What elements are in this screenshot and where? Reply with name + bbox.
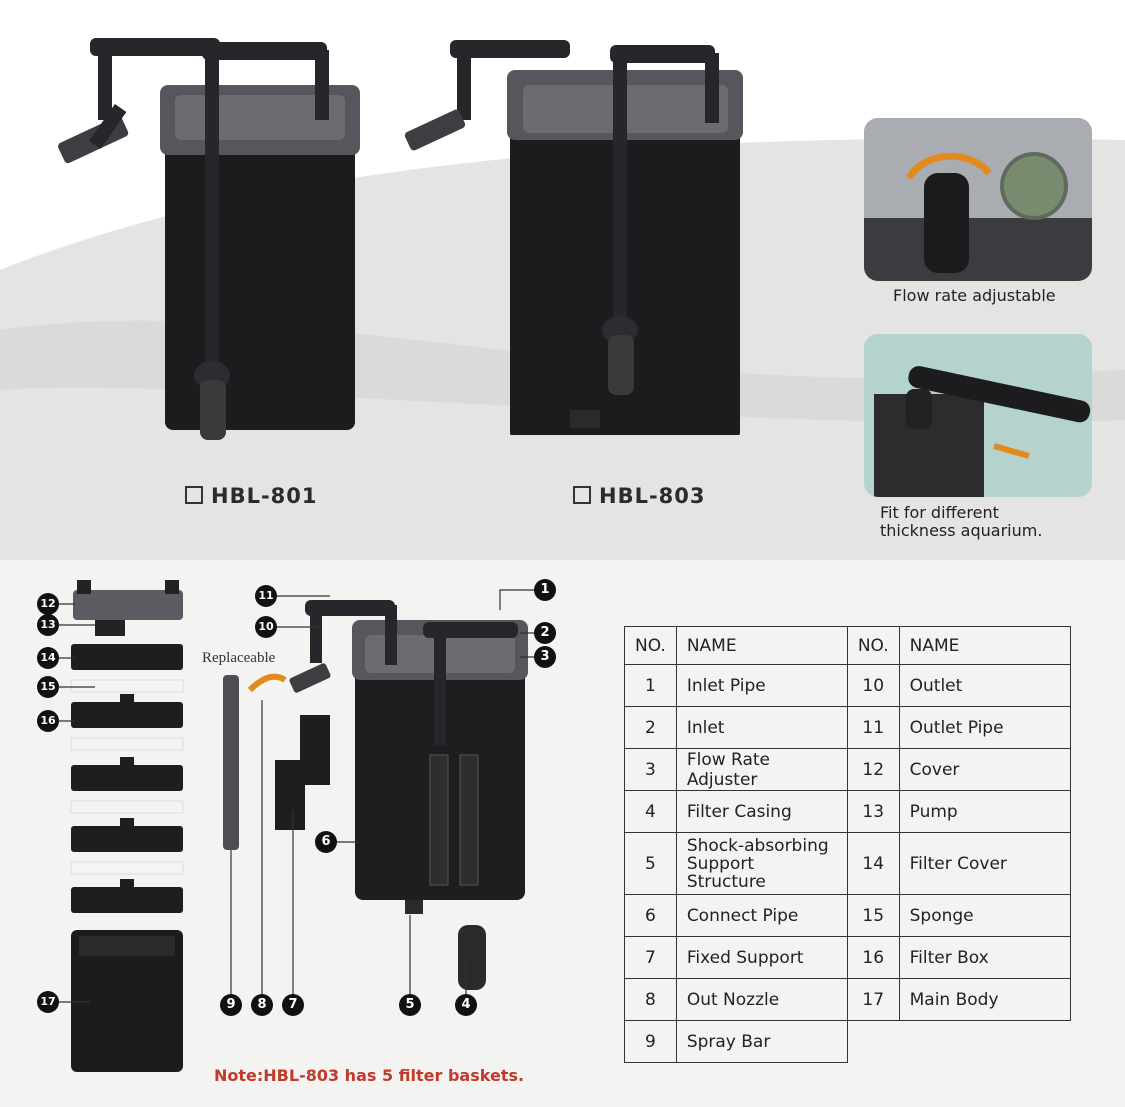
callout-14: 14	[37, 647, 59, 669]
table-row: 9 Spray Bar	[624, 1020, 1071, 1063]
header-no-1: NO.	[624, 626, 677, 665]
part-no: 3	[624, 748, 677, 791]
callout-7: 7	[282, 994, 304, 1016]
hbl-803-product-image	[404, 40, 743, 435]
part-no: 11	[846, 706, 900, 749]
part-name: Outlet Pipe	[898, 706, 1071, 749]
part-no: 6	[624, 894, 677, 937]
part-name: Sponge	[898, 894, 1071, 937]
table-row: 8 Out Nozzle 17 Main Body	[624, 978, 1071, 1021]
table-row: 2 Inlet 11 Outlet Pipe	[624, 706, 1071, 749]
part-name: Flow Rate Adjuster	[675, 748, 848, 791]
flow-adjust-photo	[864, 118, 1092, 281]
mounting-caption-line1: Fit for different	[880, 503, 999, 522]
table-header-row: NO. NAME NO. NAME	[624, 626, 1071, 665]
part-no: 16	[846, 936, 900, 979]
table-row: 6 Connect Pipe 15 Sponge	[624, 894, 1071, 937]
checkbox-icon	[185, 486, 203, 504]
part-no: 9	[624, 1020, 677, 1063]
part-name: Inlet Pipe	[675, 664, 848, 707]
part-name: Filter Box	[898, 936, 1071, 979]
callout-2: 2	[534, 622, 556, 644]
callout-1: 1	[534, 579, 556, 601]
part-no: 10	[846, 664, 900, 707]
mounting-caption: Fit for different thickness aquarium.	[880, 504, 1042, 540]
part-name: Out Nozzle	[675, 978, 848, 1021]
parts-table: NO. NAME NO. NAME 1 Inlet Pipe 10 Outlet…	[624, 626, 1071, 1063]
callout-17: 17	[37, 991, 59, 1013]
model-label-hbl-801: HBL-801	[185, 484, 318, 508]
callout-13: 13	[37, 614, 59, 636]
part-no: 2	[624, 706, 677, 749]
table-row: 5 Shock-absorbing Support Structure 14 F…	[624, 832, 1071, 895]
part-no: 7	[624, 936, 677, 979]
part-no: 15	[846, 894, 900, 937]
callout-16: 16	[37, 710, 59, 732]
callout-9: 9	[220, 994, 242, 1016]
callout-12: 12	[37, 593, 59, 615]
note-filter-baskets: Note:HBL-803 has 5 filter baskets.	[214, 1066, 525, 1085]
exploded-parts-column	[70, 580, 184, 1072]
empty-cell	[899, 1021, 1070, 1063]
empty-cell	[847, 1021, 899, 1063]
header-no-2: NO.	[846, 626, 900, 665]
header-name-2: NAME	[898, 626, 1071, 665]
model-803-text: HBL-803	[599, 484, 706, 508]
part-no: 8	[624, 978, 677, 1021]
part-no: 1	[624, 664, 677, 707]
exploded-assembly-image	[223, 600, 528, 990]
callout-4: 4	[455, 994, 477, 1016]
part-name: Spray Bar	[675, 1020, 848, 1063]
part-name: Outlet	[898, 664, 1071, 707]
part-no: 17	[846, 978, 900, 1021]
part-no: 12	[846, 748, 900, 791]
callout-3: 3	[534, 646, 556, 668]
part-name: Connect Pipe	[675, 894, 848, 937]
checkbox-icon	[573, 486, 591, 504]
callout-15: 15	[37, 676, 59, 698]
part-name: Shock-absorbing Support Structure	[675, 832, 848, 895]
header-name-1: NAME	[675, 626, 848, 665]
callout-6: 6	[315, 831, 337, 853]
table-row: 1 Inlet Pipe 10 Outlet	[624, 664, 1071, 707]
flow-adjust-caption: Flow rate adjustable	[893, 286, 1056, 305]
table-row: 3 Flow Rate Adjuster 12 Cover	[624, 748, 1071, 791]
part-no: 4	[624, 790, 677, 833]
part-name: Fixed Support	[675, 936, 848, 979]
hbl-801-product-image	[58, 38, 360, 440]
part-name: Pump	[898, 790, 1071, 833]
callout-10: 10	[255, 616, 277, 638]
model-label-hbl-803: HBL-803	[573, 484, 706, 508]
part-name: Cover	[898, 748, 1071, 791]
mounting-caption-line2: thickness aquarium.	[880, 521, 1043, 540]
table-row: 4 Filter Casing 13 Pump	[624, 790, 1071, 833]
part-name: Main Body	[898, 978, 1071, 1021]
part-name: Inlet	[675, 706, 848, 749]
callout-8: 8	[251, 994, 273, 1016]
part-name: Filter Casing	[675, 790, 848, 833]
part-name: Filter Cover	[898, 832, 1071, 895]
callout-11: 11	[255, 585, 277, 607]
part-no: 5	[624, 832, 677, 895]
model-801-text: HBL-801	[211, 484, 318, 508]
part-no: 13	[846, 790, 900, 833]
table-row: 7 Fixed Support 16 Filter Box	[624, 936, 1071, 979]
callout-5: 5	[399, 994, 421, 1016]
replaceable-label: Replaceable	[202, 650, 276, 666]
part-no: 14	[846, 832, 900, 895]
mounting-photo	[864, 334, 1092, 497]
